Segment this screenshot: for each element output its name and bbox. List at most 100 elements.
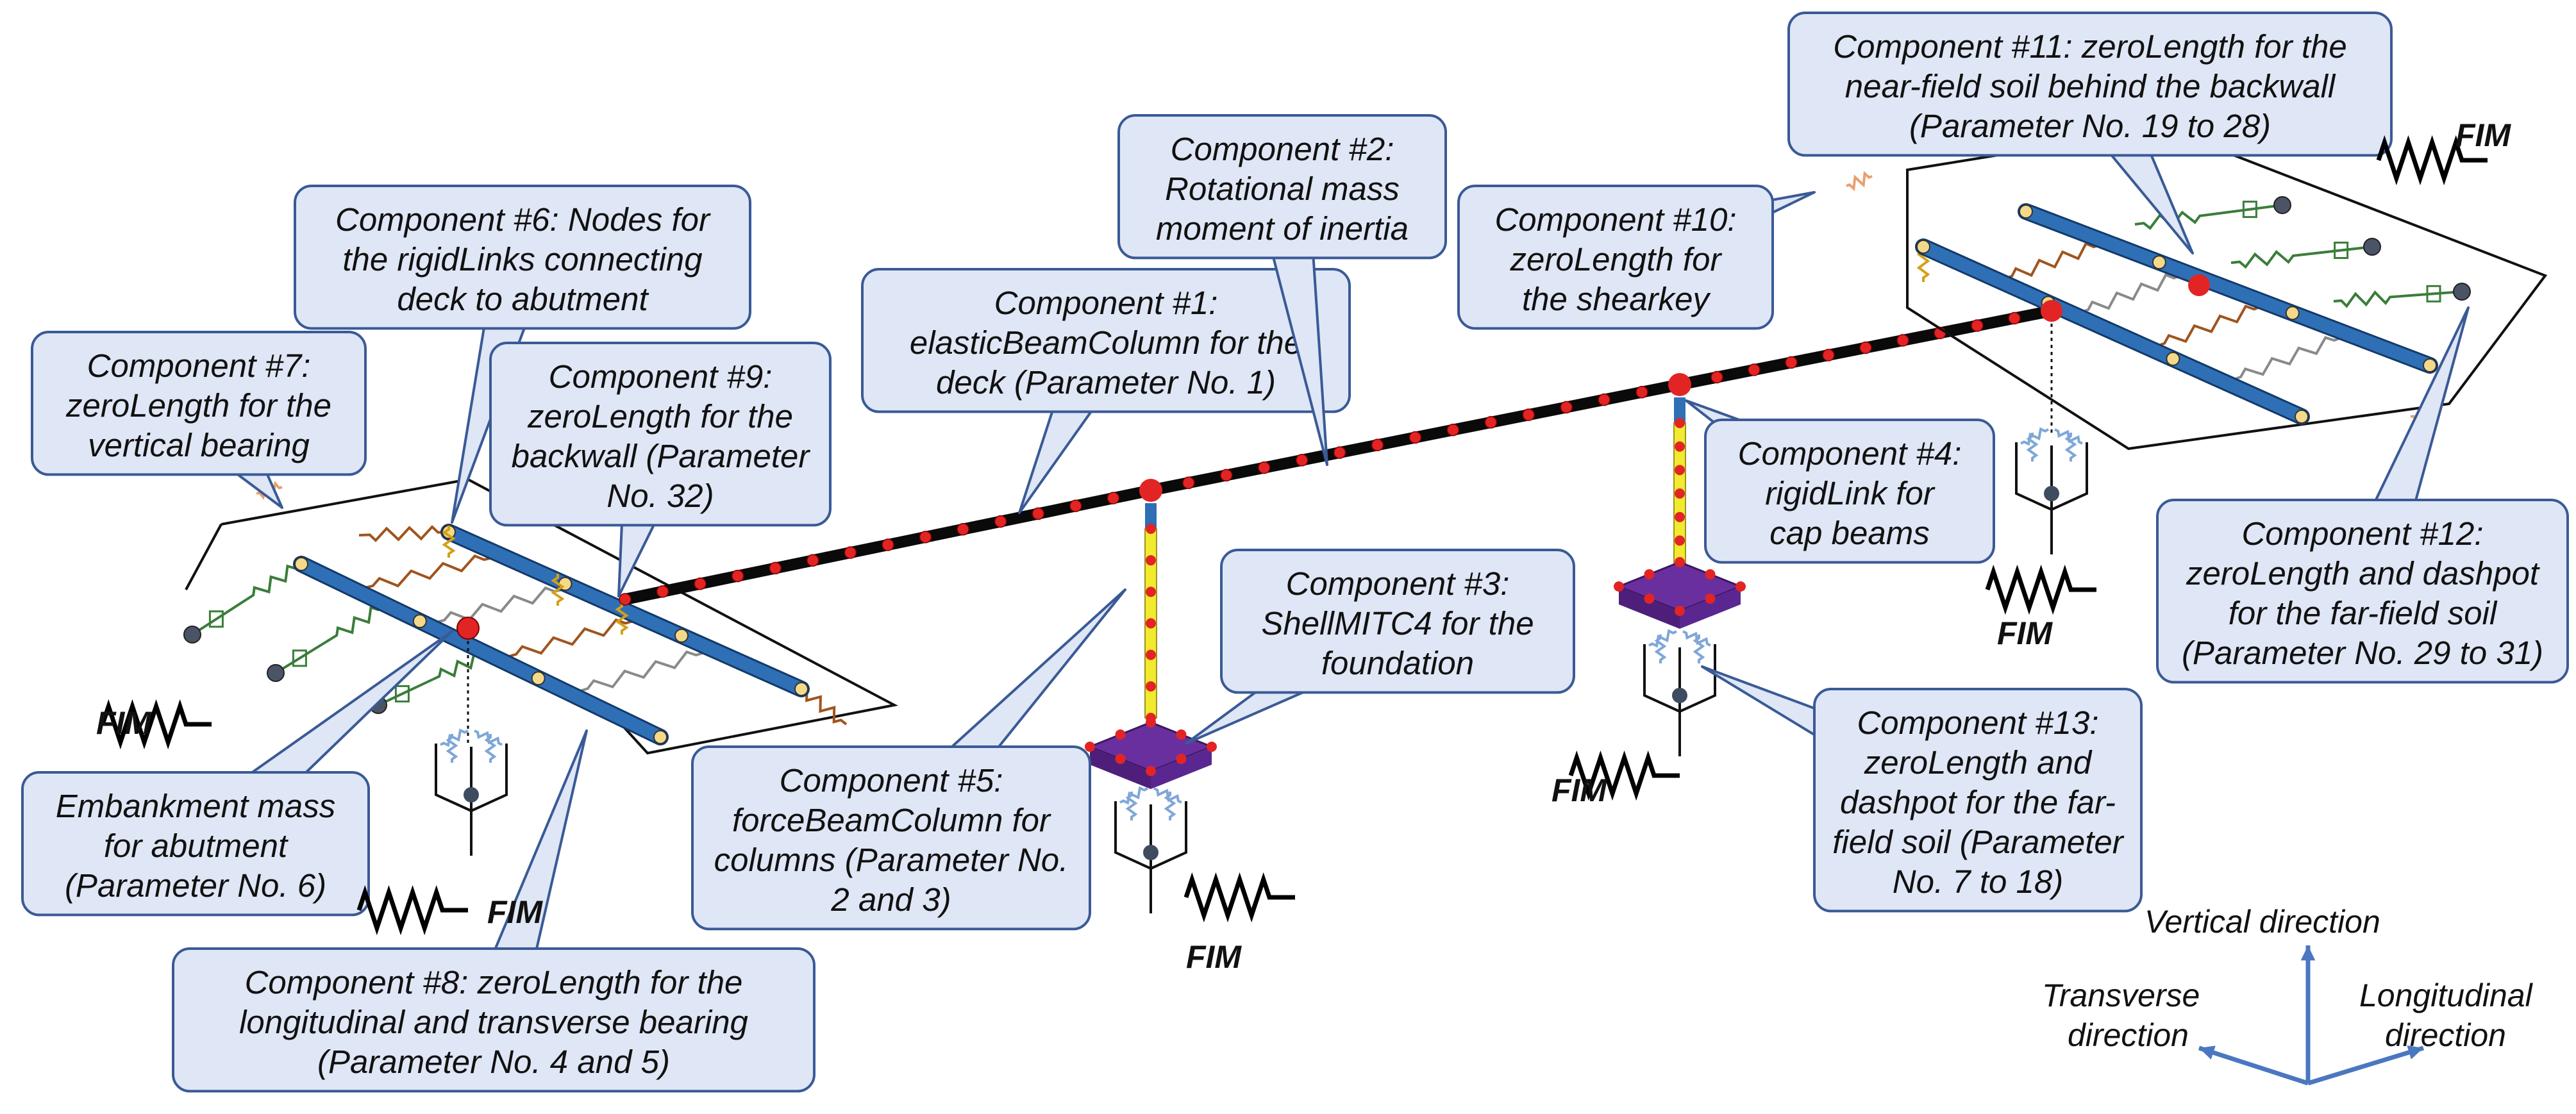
deck-node	[769, 561, 782, 575]
callout-text-line: cap beams	[1769, 515, 1929, 551]
fim-excitation-4	[1568, 750, 1680, 801]
bearing-node	[294, 557, 308, 571]
callout-c3: Component #3:ShellMITC4 for thefoundatio…	[1185, 549, 1575, 745]
longitudinal-direction-label: Longitudinal	[2359, 977, 2534, 1013]
soil-spring	[484, 734, 497, 763]
deck-node	[1032, 507, 1045, 520]
vertical-bearing-spring	[615, 603, 629, 635]
bearing-node	[2423, 358, 2437, 372]
soil-node	[1672, 688, 1687, 703]
dashpot-line	[191, 598, 248, 636]
soil-spring	[1164, 792, 1176, 820]
foundation-node	[1705, 594, 1716, 604]
callout-fill	[297, 188, 748, 326]
callout-text-line: vertical bearing	[88, 427, 310, 463]
backwall-spring	[1998, 241, 2107, 282]
column-node	[1675, 418, 1685, 428]
backwall-spring	[2150, 303, 2269, 350]
soil-node	[2044, 486, 2059, 501]
dashpot-spring	[2230, 249, 2302, 269]
callout-text-line: Component #8: zeroLength for the	[245, 964, 743, 1001]
callout-text-line: Component #4:	[1738, 435, 1962, 472]
callout-text-line: deck (Parameter No. 1)	[936, 364, 1276, 401]
callout-c1: Component #1:elasticBeamColumn for thede…	[861, 268, 1351, 514]
ground-ball	[267, 664, 285, 682]
soil-spring	[2026, 433, 2039, 461]
callout-text-line: for abutment	[104, 827, 289, 864]
callout-c8: Component #8: zeroLength for thelongitud…	[172, 729, 815, 1093]
deck-node	[1333, 446, 1346, 459]
callout-fill	[493, 345, 828, 523]
soil-spring	[2020, 427, 2049, 446]
dashpot-line	[2301, 245, 2373, 256]
deck-node	[1560, 401, 1573, 414]
column-node	[1146, 555, 1156, 566]
callout-text-line: the rigidLinks connecting	[342, 241, 702, 278]
soil-spring	[1654, 635, 1667, 663]
left-cap-beam-back	[440, 524, 810, 697]
callout-fill	[1791, 15, 2389, 153]
deck-node	[1748, 363, 1761, 376]
column-node	[1675, 441, 1685, 452]
deck-node	[656, 585, 669, 598]
fim-label-1: FIM	[96, 705, 152, 741]
deck-node	[694, 577, 707, 590]
right-cap-beam-front	[1915, 238, 2310, 425]
embankment-mass-node	[456, 617, 480, 640]
callout-text-line: moment of inertia	[1156, 210, 1409, 247]
soil-spring	[446, 734, 458, 763]
callout-text-line: (Parameter No. 6)	[65, 867, 326, 904]
callout-text-line: deck to abutment	[397, 281, 649, 317]
callout-fill	[865, 272, 1347, 410]
callout-text-line: field soil (Parameter	[1832, 824, 2125, 860]
callout-text-line: Component #7:	[87, 347, 311, 384]
foundation-node	[1115, 754, 1126, 764]
foundation-node	[1705, 569, 1716, 579]
callout-c5: Component #5:forceBeamColumn forcolumns …	[691, 588, 1126, 931]
pier-2-soil	[1643, 629, 1716, 756]
vertical-direction-label: Vertical direction	[2145, 904, 2380, 940]
rigid-link	[1145, 503, 1157, 529]
column-node	[1146, 586, 1156, 597]
deck-node	[1598, 393, 1610, 406]
callout-text-line: No. 7 to 18)	[1893, 863, 2063, 900]
deck-node	[731, 569, 744, 583]
deck-node	[619, 593, 631, 606]
deck-node	[1409, 431, 1422, 444]
fim-label-4: FIM	[1551, 772, 1607, 808]
vertical-arrow-head	[2300, 945, 2316, 961]
pier-2-column	[1673, 397, 1686, 569]
callout-text-line: foundation	[1321, 645, 1474, 681]
right-abutment	[1846, 126, 2548, 554]
column-node	[1146, 524, 1156, 534]
left-abutment-plane	[221, 478, 898, 755]
callout-text-line: (Parameter No. 29 to 31)	[2182, 635, 2543, 671]
callout-text-line: rigidLink for	[1765, 475, 1936, 511]
callout-text-line: Component #10:	[1494, 201, 1736, 238]
fim-excitation-1	[100, 699, 212, 750]
left-cap-beam-front	[293, 556, 669, 745]
callout-fill	[1817, 692, 2139, 909]
bearing-node	[2152, 255, 2166, 270]
foundation-side-right	[1151, 747, 1212, 789]
dashpot-line	[378, 678, 433, 706]
soil-spring	[1693, 635, 1705, 663]
foundation-node	[1176, 754, 1187, 764]
callout-fill	[1121, 118, 1443, 256]
callout-text-line: (Parameter No. 4 and 5)	[317, 1043, 670, 1080]
right-embankment-node	[2188, 274, 2210, 296]
callout-fill	[1461, 188, 1770, 326]
soil-spring	[1125, 792, 1138, 820]
bearing-node	[412, 614, 427, 629]
callout-text-line: backwall (Parameter	[512, 438, 811, 474]
deck-node	[807, 554, 819, 567]
callout-text-line: the shearkey	[1522, 281, 1712, 317]
callout-fill	[25, 775, 366, 913]
callout-fill	[35, 335, 363, 472]
dashpot-box	[394, 685, 410, 702]
ground-ball	[2453, 283, 2471, 301]
foundation-node	[1675, 606, 1685, 616]
